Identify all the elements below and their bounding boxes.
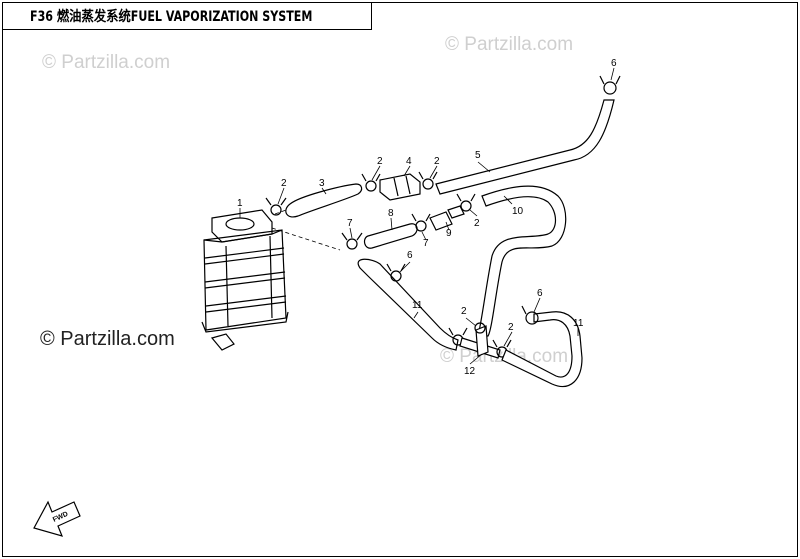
clamp-part (341, 232, 363, 250)
callout-label: 8 (388, 208, 394, 219)
watermark: © Partzilla.com (445, 34, 573, 55)
callouts: 1 2 3 2 4 2 5 6 7 8 7 9 2 10 6 11 2 (237, 58, 617, 377)
hose-part-3 (285, 183, 363, 218)
callout-label: 2 (281, 178, 287, 189)
callout-label: 12 (464, 366, 476, 377)
hose-part-5 (435, 99, 615, 195)
clamp-part (411, 213, 431, 232)
callout-label: 6 (407, 250, 413, 261)
clamp-part (521, 305, 539, 325)
page-title: F36 燃油蒸发系统FUEL VAPORIZATION SYSTEM (30, 8, 313, 25)
callout-label: 10 (512, 206, 524, 217)
callout-label: 6 (537, 288, 543, 299)
callout-label: 2 (508, 322, 514, 333)
fwd-arrow: FWD (33, 500, 81, 537)
callout-label: 6 (611, 58, 617, 69)
callout-label: 7 (423, 238, 429, 249)
callout-label: 2 (474, 218, 480, 229)
hose-part-11 (501, 311, 583, 388)
callout-label: 4 (406, 156, 412, 167)
canister-part (201, 209, 289, 351)
callout-label: 2 (461, 306, 467, 317)
callout-label: 3 (319, 178, 325, 189)
watermark: © Partzilla.com (42, 52, 170, 73)
callout-label: 7 (347, 218, 353, 229)
clamp-part (418, 171, 438, 190)
clamp-part (265, 197, 287, 216)
hose-part-11 (357, 258, 459, 351)
callout-label: 2 (377, 156, 383, 167)
clamp-part (599, 75, 621, 95)
clamp-part (474, 322, 486, 334)
callout-label: 5 (475, 150, 481, 161)
clamp-part (361, 173, 381, 192)
callout-label: 11 (573, 318, 584, 329)
title-box: F36 燃油蒸发系统FUEL VAPORIZATION SYSTEM (2, 2, 372, 30)
watermark-logo: © Partzilla.com (40, 328, 175, 350)
callout-label: 11 (412, 300, 423, 311)
connector-part-4 (379, 173, 421, 201)
valve-part-9 (429, 211, 453, 231)
clamp-part (456, 193, 476, 212)
callout-label: 1 (237, 198, 243, 209)
tube-part-8 (363, 223, 418, 249)
callout-label: 2 (434, 156, 440, 167)
callout-label: 9 (446, 228, 452, 239)
